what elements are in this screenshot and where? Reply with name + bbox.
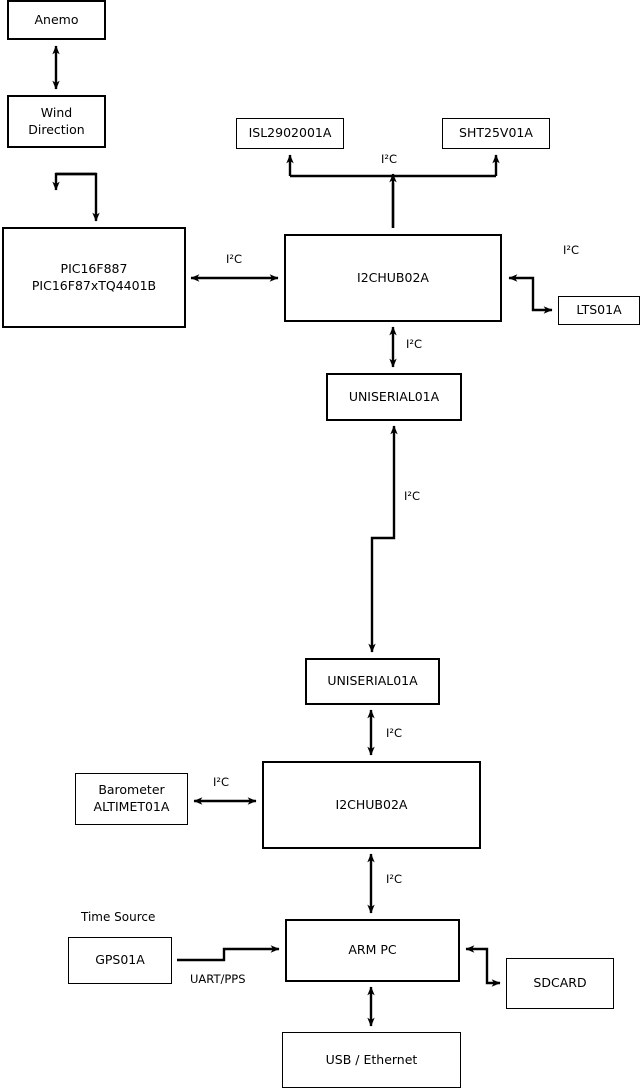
node-usb-ethernet[interactable]: USB / Ethernet bbox=[282, 1032, 461, 1088]
edge-label-isl-sht-bus: I²C bbox=[381, 152, 398, 166]
edge-label-gps-armpc: UART/PPS bbox=[190, 972, 246, 986]
node-uniserial01a-top-label: UNISERIAL01A bbox=[348, 388, 440, 404]
node-uniserial01a-bottom-label: UNISERIAL01A bbox=[327, 673, 418, 689]
node-pic-mcu-label: PIC16F887 PIC16F87xTQ4401B bbox=[31, 260, 157, 293]
node-sdcard[interactable]: SDCARD bbox=[506, 958, 614, 1009]
node-lts01a[interactable]: LTS01A bbox=[558, 296, 640, 325]
node-uniserial01a-bottom[interactable]: UNISERIAL01A bbox=[305, 658, 440, 705]
node-wind-direction-label: Wind Direction bbox=[28, 104, 85, 137]
node-arm-pc-label: ARM PC bbox=[348, 942, 397, 958]
edge-label-uniserial-link: I²C bbox=[404, 489, 421, 503]
node-i2chub02a-top-label: I2CHUB02A bbox=[357, 269, 429, 285]
wire-winddirection-pic-down bbox=[56, 172, 100, 222]
node-sdcard-label: SDCARD bbox=[533, 975, 587, 991]
node-isl2902001a-label: ISL2902001A bbox=[248, 125, 332, 141]
edge-label-barometer-hub: I²C bbox=[213, 775, 230, 789]
node-anemo-label: Anemo bbox=[34, 11, 79, 27]
node-i2chub02a-top[interactable]: I2CHUB02A bbox=[284, 234, 502, 322]
edge-label-hub-uniserial: I²C bbox=[406, 337, 423, 351]
wire-uniserial-link bbox=[368, 425, 398, 653]
node-gps01a-label: GPS01A bbox=[95, 952, 145, 968]
node-wind-direction[interactable]: Wind Direction bbox=[7, 95, 106, 148]
node-pic-mcu[interactable]: PIC16F887 PIC16F87xTQ4401B bbox=[2, 227, 186, 328]
node-arm-pc[interactable]: ARM PC bbox=[285, 919, 460, 982]
label-time-source: Time Source bbox=[81, 910, 156, 924]
node-barometer-altimet01a[interactable]: Barometer ALTIMET01A bbox=[75, 773, 188, 825]
node-sht25v01a[interactable]: SHT25V01A bbox=[442, 118, 550, 149]
wire-winddirection-pic bbox=[52, 172, 96, 191]
node-barometer-altimet01a-label: Barometer ALTIMET01A bbox=[93, 782, 170, 814]
node-uniserial01a-top[interactable]: UNISERIAL01A bbox=[326, 373, 462, 421]
wire-armpc-sdcard bbox=[465, 945, 501, 987]
edge-label-pic-hub: I²C bbox=[226, 252, 243, 266]
node-lts01a-label: LTS01A bbox=[576, 302, 622, 318]
edge-label-uniserial-hub-bottom: I²C bbox=[386, 726, 403, 740]
node-i2chub02a-bottom[interactable]: I2CHUB02A bbox=[262, 761, 481, 849]
wire-gps-armpc bbox=[177, 945, 280, 962]
node-gps01a[interactable]: GPS01A bbox=[68, 937, 172, 984]
node-i2chub02a-bottom-label: I2CHUB02A bbox=[335, 796, 408, 812]
node-usb-ethernet-label: USB / Ethernet bbox=[325, 1051, 418, 1067]
edge-label-hub-armpc: I²C bbox=[386, 872, 403, 886]
wire-hubtop-lts bbox=[508, 274, 553, 314]
edge-label-hub-lts: I²C bbox=[563, 243, 580, 257]
node-sht25v01a-label: SHT25V01A bbox=[459, 125, 533, 141]
node-isl2902001a[interactable]: ISL2902001A bbox=[236, 118, 344, 149]
node-anemo[interactable]: Anemo bbox=[7, 0, 106, 40]
